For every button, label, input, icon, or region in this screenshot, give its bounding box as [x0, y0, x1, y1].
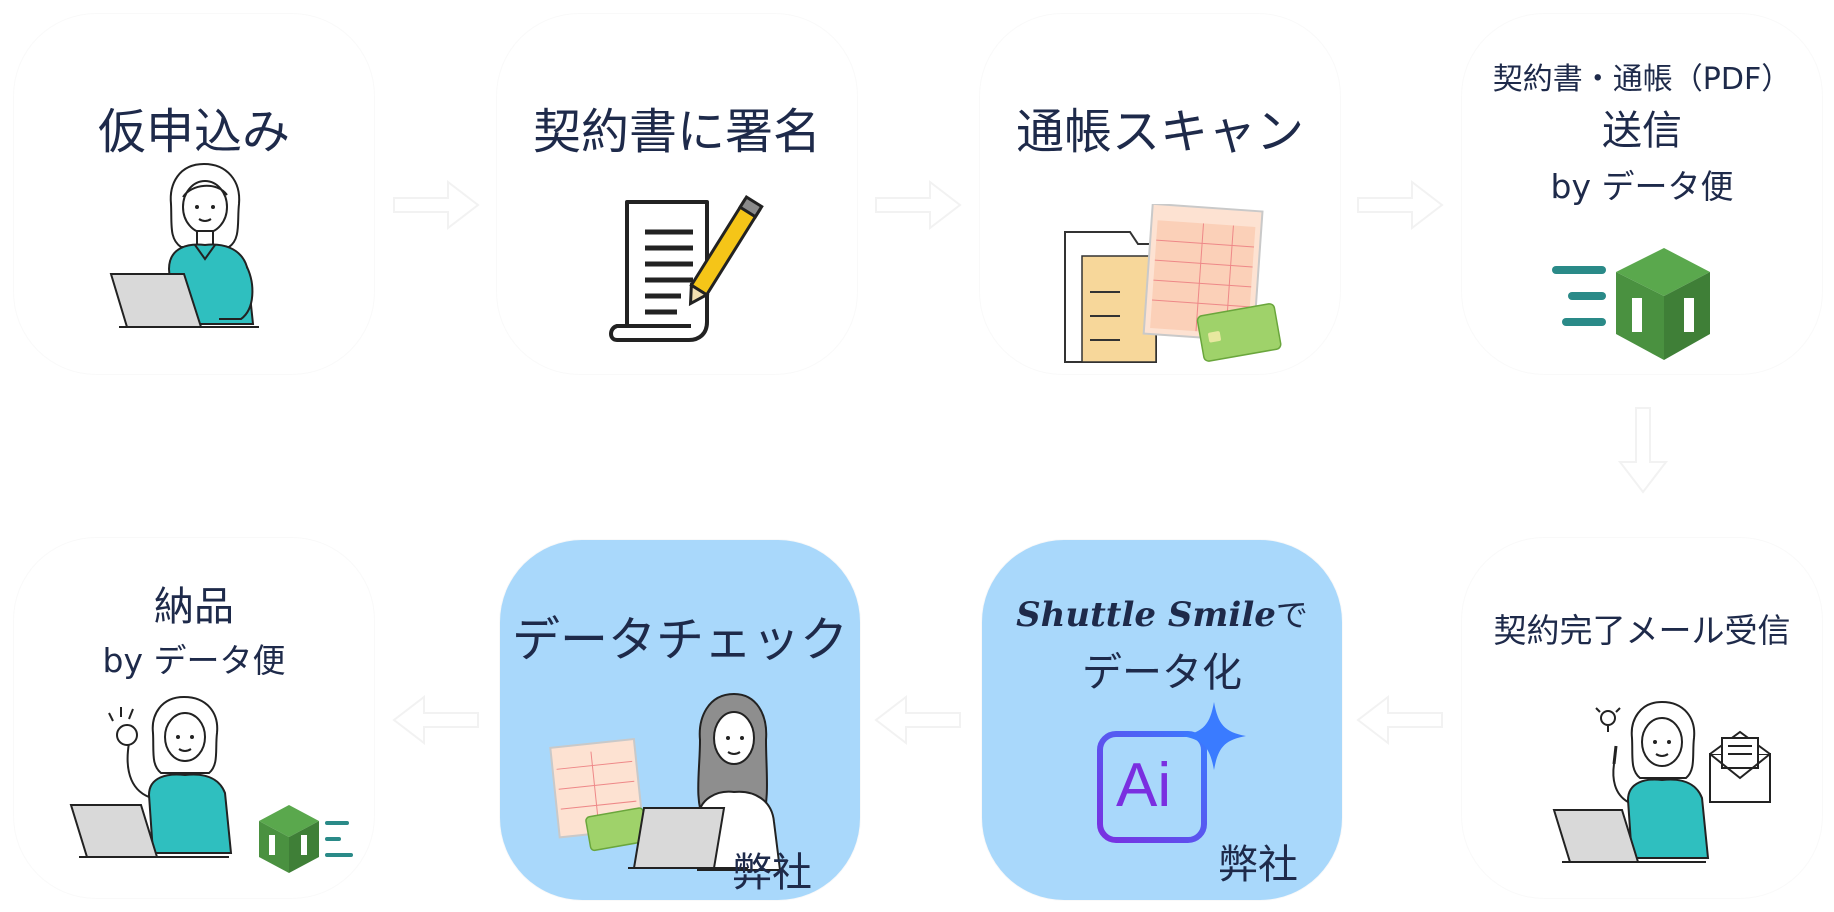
step-title: 契約完了メール受信 [1493, 611, 1791, 650]
step-title-line3: by データ便 [1550, 167, 1734, 206]
brand-name: Shuttle Smile [1016, 595, 1276, 635]
step-card-digitize: Shuttle Smileで データ化 Ai 弊社 [982, 540, 1342, 900]
step-title: 契約書に署名 [532, 104, 821, 160]
step-card-scan: 通帳スキャン [980, 14, 1340, 374]
arrow-left-icon [392, 694, 479, 746]
step-title-line1: 納品 [154, 584, 234, 630]
step-card-deliver: 納品 by データ便 [14, 538, 374, 898]
woman-mail-illustration [1552, 700, 1771, 863]
arrow-left-icon [874, 694, 961, 746]
step-title-line2: by データ便 [102, 641, 286, 680]
step-card-provisional: 仮申込み [14, 14, 374, 374]
woman-laptop-illustration [109, 162, 259, 328]
arrow-right-icon [1357, 179, 1444, 231]
step-title-line2: データ化 [1082, 650, 1242, 696]
step-card-sign: 契約書に署名 [497, 14, 857, 374]
ai-sparkle-icon [1097, 702, 1246, 843]
arrow-right-icon [393, 179, 480, 231]
step-title: 仮申込み [97, 104, 290, 160]
step-title: 通帳スキャン [1015, 104, 1304, 160]
woman-ok-laptop-illustration [69, 695, 353, 873]
step-title-line1: 契約書・通帳（PDF） [1492, 62, 1792, 97]
passbook-icon [1064, 204, 1282, 363]
arrow-right-icon [875, 179, 962, 231]
brand-suffix: で [1275, 596, 1308, 634]
company-label: 弊社 [1218, 842, 1298, 888]
step-title-line1: Shuttle Smileで [982, 590, 1342, 636]
step-title: データチェック [511, 612, 848, 668]
woman-check-data-illustration [549, 692, 782, 871]
document-pen-icon [609, 194, 764, 342]
step-card-send: 契約書・通帳（PDF） 送信 by データ便 [1462, 14, 1822, 374]
step-title-line2: 送信 [1602, 108, 1682, 154]
ai-label: Ai [1116, 751, 1172, 820]
green-cube-icon [1552, 248, 1710, 360]
step-card-mail: 契約完了メール受信 [1462, 538, 1822, 898]
company-label: 弊社 [732, 850, 812, 896]
step-card-check: データチェック 弊社 [500, 540, 860, 900]
arrow-left-icon [1356, 694, 1443, 746]
arrow-down-icon [1617, 407, 1669, 494]
